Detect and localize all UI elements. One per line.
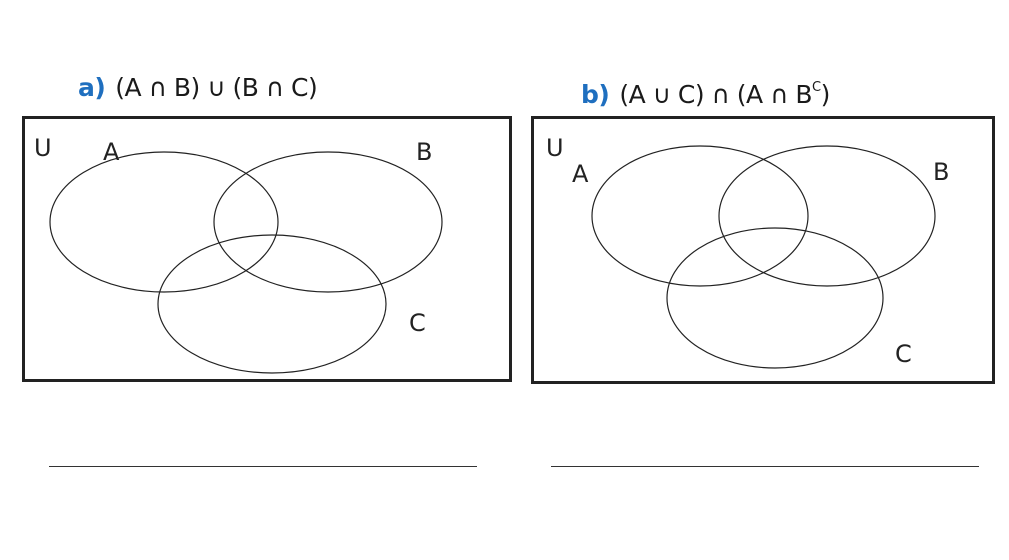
problem-b-label: b) xyxy=(581,80,610,109)
set-a-label: A xyxy=(572,160,589,188)
problem-b: b)(A ∪ C) ∩ (A ∩ BC) U A B C xyxy=(520,0,1009,560)
problem-a-heading: a) (A ∩ B) ∪ (B ∩ C) xyxy=(78,70,318,106)
problem-b-heading: b) (A ∪ C) ∩ (A ∩ BC) xyxy=(581,70,830,113)
problem-a-label: a) xyxy=(78,73,106,102)
set-c-circle xyxy=(666,227,884,369)
problem-b-expression-tail: ) xyxy=(820,80,831,109)
set-a-circle xyxy=(49,151,279,293)
set-b-circle xyxy=(718,145,936,287)
venn-diagram-a: U A B C xyxy=(22,116,512,382)
set-a-circle xyxy=(591,145,809,287)
set-b-label: B xyxy=(933,158,949,186)
set-b-label: B xyxy=(416,138,432,166)
answer-line-a[interactable] xyxy=(49,466,477,467)
universe-label: U xyxy=(546,134,564,162)
set-c-label: C xyxy=(409,309,426,337)
problem-b-expression: (A ∪ C) ∩ (A ∩ B xyxy=(619,80,812,109)
problem-a-expression: (A ∩ B) ∪ (B ∩ C) xyxy=(115,73,318,102)
universe-rectangle xyxy=(531,116,995,384)
answer-line-b[interactable] xyxy=(551,466,979,467)
venn-diagram-b: U A B C xyxy=(531,116,995,384)
universe-label: U xyxy=(34,134,52,162)
set-c-label: C xyxy=(895,340,912,368)
problem-b-complement-superscript: C xyxy=(811,80,821,95)
universe-rectangle xyxy=(22,116,512,382)
set-c-circle xyxy=(157,234,387,374)
set-a-label: A xyxy=(103,138,120,166)
set-b-circle xyxy=(213,151,443,293)
problem-a: a) (A ∩ B) ∪ (B ∩ C) U A B C xyxy=(22,70,512,467)
